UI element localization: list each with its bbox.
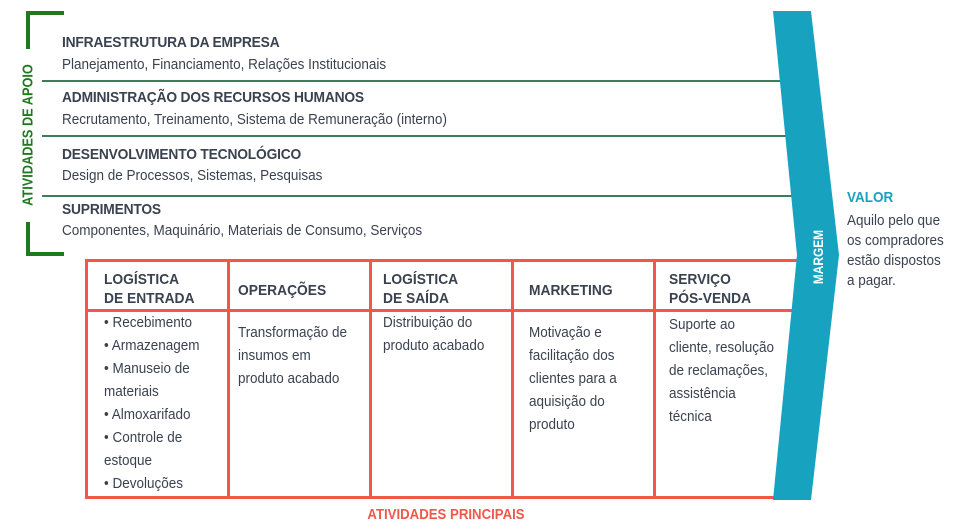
column-line: estoque bbox=[104, 452, 153, 469]
value-title: VALOR bbox=[847, 189, 894, 206]
title-line: DE ENTRADA bbox=[104, 290, 195, 307]
value-line: a pagar. bbox=[847, 272, 896, 289]
title-line: SERVIÇO bbox=[669, 271, 731, 288]
column-operations-title: OPERAÇÕES bbox=[238, 282, 327, 299]
support-title-technology: DESENVOLVIMENTO TECNOLÓGICO bbox=[62, 146, 302, 163]
support-title-infrastructure: INFRAESTRUTURA DA EMPRESA bbox=[62, 34, 280, 51]
column-line: cliente, resolução bbox=[669, 339, 775, 356]
column-line: clientes para a bbox=[529, 370, 617, 387]
column-inbound-body: • Recebimento • Armazenagem • Manuseio de m… bbox=[104, 311, 200, 495]
column-line: • Controle de bbox=[104, 429, 183, 446]
column-divider bbox=[653, 259, 656, 499]
column-line: assistência bbox=[669, 385, 736, 402]
column-line: • Manuseio de bbox=[104, 360, 190, 377]
margin-arrow-shape bbox=[773, 11, 839, 500]
primary-activities-label: ATIVIDADES PRINCIPAIS bbox=[367, 506, 525, 523]
margin-label: MARGEM bbox=[810, 229, 826, 285]
column-line: Distribuição do bbox=[383, 314, 473, 331]
column-line: Suporte ao bbox=[669, 316, 736, 333]
title-line: DE SAÍDA bbox=[383, 290, 449, 307]
column-line: insumos em bbox=[238, 347, 311, 364]
support-desc-technology: Design de Processos, Sistemas, Pesquisas bbox=[62, 167, 323, 184]
column-divider bbox=[511, 259, 514, 499]
value-line: Aquilo pelo que bbox=[847, 212, 941, 229]
column-service-title: SERVIÇO PÓS-VENDA bbox=[669, 270, 751, 308]
column-outbound-body: Distribuição do produto acabado bbox=[383, 311, 484, 357]
support-title-procurement: SUPRIMENTOS bbox=[62, 201, 161, 218]
column-line: produto bbox=[529, 416, 575, 433]
bracket-line-bottom bbox=[26, 222, 30, 256]
column-divider bbox=[227, 259, 230, 499]
column-marketing-title: MARKETING bbox=[529, 282, 613, 299]
column-operations-body: Transformação de insumos em produto acabad… bbox=[238, 321, 347, 390]
column-line: • Almoxarifado bbox=[104, 406, 191, 423]
header-divider bbox=[85, 309, 805, 312]
column-line: Transformação de bbox=[238, 324, 348, 341]
column-line: de reclamações, bbox=[669, 362, 769, 379]
column-inbound-title: LOGÍSTICA DE ENTRADA bbox=[104, 270, 194, 308]
column-line: Motivação e bbox=[529, 324, 602, 341]
support-desc-procurement: Componentes, Maquinário, Materiais de Co… bbox=[62, 222, 423, 239]
column-line: • Armazenagem bbox=[104, 337, 200, 354]
column-line: • Recebimento bbox=[104, 314, 193, 331]
bracket-bottom bbox=[26, 252, 64, 256]
value-line: estão dispostos bbox=[847, 252, 941, 269]
column-line: materiais bbox=[104, 383, 159, 400]
value-description: Aquilo pelo que os compradores estão dispo… bbox=[847, 211, 944, 291]
title-line: PÓS-VENDA bbox=[669, 290, 752, 307]
column-divider bbox=[369, 259, 372, 499]
support-desc-hr: Recrutamento, Treinamento, Sistema de Re… bbox=[62, 111, 447, 128]
bracket-top bbox=[26, 11, 64, 15]
column-service-body: Suporte ao cliente, resolução de reclamaçõ… bbox=[669, 313, 774, 428]
value-line: os compradores bbox=[847, 232, 944, 249]
column-line: produto acabado bbox=[238, 370, 340, 387]
column-line: aquisição do bbox=[529, 393, 605, 410]
column-outbound-title: LOGÍSTICA DE SAÍDA bbox=[383, 270, 458, 308]
column-line: técnica bbox=[669, 408, 712, 425]
bracket-line-top bbox=[26, 11, 30, 49]
support-title-hr: ADMINISTRAÇÃO DOS RECURSOS HUMANOS bbox=[62, 89, 364, 106]
column-line: facilitação dos bbox=[529, 347, 615, 364]
separator bbox=[42, 195, 802, 197]
column-marketing-body: Motivação e facilitação dos clientes para … bbox=[529, 321, 617, 436]
separator bbox=[42, 135, 802, 137]
title-line: LOGÍSTICA bbox=[104, 271, 180, 288]
column-line: • Devoluções bbox=[104, 475, 184, 492]
column-line: produto acabado bbox=[383, 337, 485, 354]
separator bbox=[42, 80, 802, 82]
title-line: LOGÍSTICA bbox=[383, 271, 459, 288]
support-desc-infrastructure: Planejamento, Financiamento, Relações In… bbox=[62, 56, 387, 73]
